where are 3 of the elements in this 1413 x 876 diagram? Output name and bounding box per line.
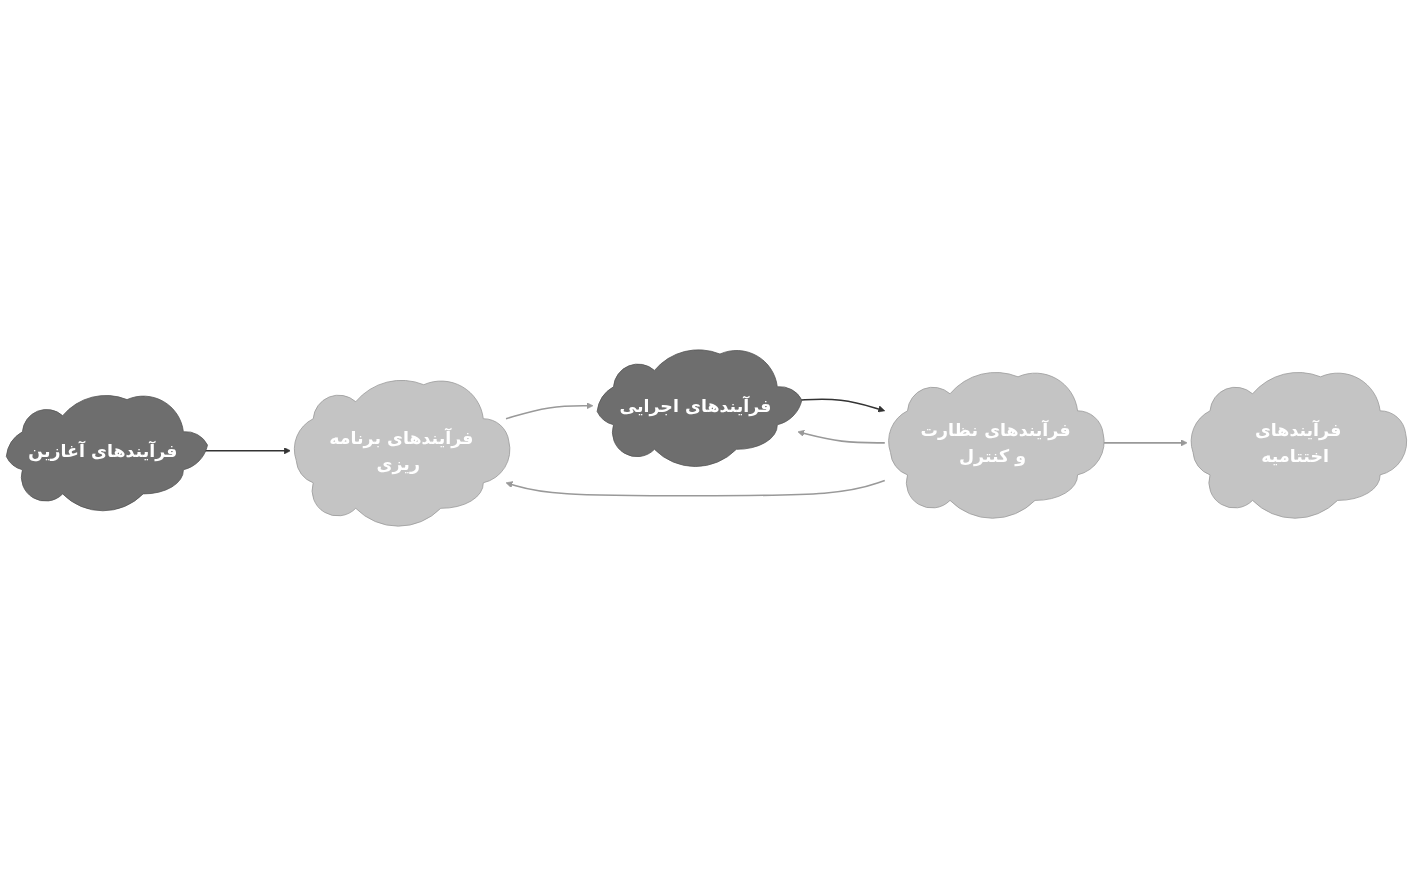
arrow (797, 429, 886, 444)
arrow (505, 402, 594, 420)
arrow (505, 479, 886, 497)
